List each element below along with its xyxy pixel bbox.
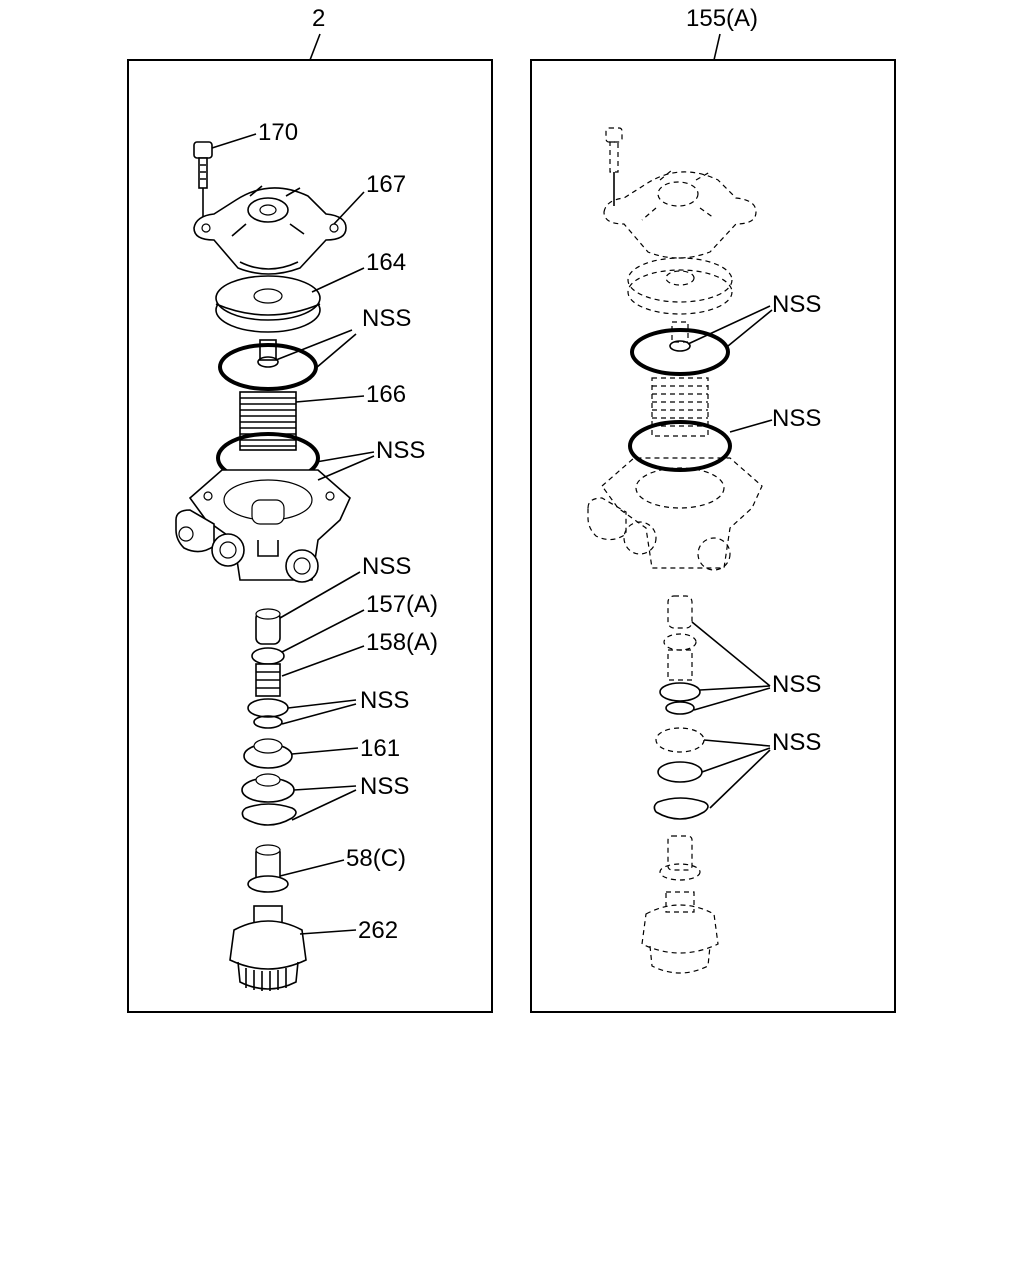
panel-left-title: 2 [312,5,325,32]
callout-157a: 157(A) [366,591,438,618]
diaphragm-outline [627,257,733,315]
callout-161: 161 [360,735,400,762]
o-ring-large-right [628,420,732,472]
panel-left: 2 [127,5,493,1013]
spring-166 [239,391,297,451]
callout-right-nss-body: NSS [772,405,821,432]
callout-nss-upper: NSS [362,305,411,332]
lower-parts-right [641,595,719,974]
callout-right-nss-rings: NSS [772,671,821,698]
callout-166: 166 [366,381,406,408]
lower-parts-left [229,608,307,991]
diaphragm-164 [215,275,321,333]
leader-lines-right [687,305,773,809]
o-ring-set-right [630,321,730,376]
leader-lines-left [211,133,375,935]
callout-nss-clip: NSS [360,773,409,800]
panel-right-title: 155(A) [686,5,758,32]
callout-nss-seat: NSS [362,553,411,580]
spring-outline [651,377,709,437]
valve-body-outline [587,457,763,571]
callout-158a: 158(A) [366,629,438,656]
cover-outline [603,169,757,259]
callout-nss-body: NSS [376,437,425,464]
panel-left-frame [127,59,493,1013]
o-ring-set-1 [218,339,318,391]
panel-right-frame [530,59,896,1013]
callout-164: 164 [366,249,406,276]
callout-right-nss-upper: NSS [772,291,821,318]
callout-170: 170 [258,119,298,146]
cover-167 [193,185,347,275]
callout-right-nss-clip: NSS [772,729,821,756]
panel-right: 155(A) [530,5,896,1013]
panel-right-title-leader [713,33,721,61]
callout-262: 262 [358,917,398,944]
bolt-outline [605,127,623,206]
panel-left-title-leader [309,33,321,61]
callout-167: 167 [366,171,406,198]
callout-58c: 58(C) [346,845,406,872]
callout-nss-rings: NSS [360,687,409,714]
valve-body-left [175,469,351,583]
